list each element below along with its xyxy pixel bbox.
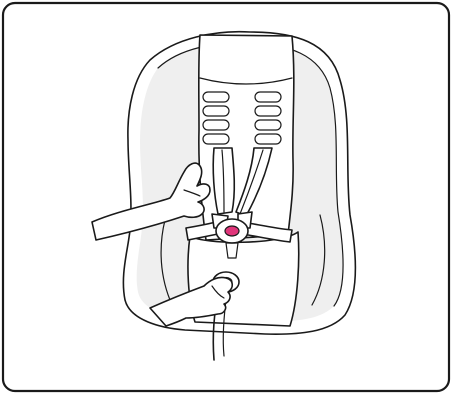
harness-slots-left bbox=[202, 91, 230, 145]
upper-hand bbox=[91, 162, 211, 241]
right-lap-belt bbox=[241, 221, 293, 243]
lower-hand-thumb-line bbox=[211, 285, 225, 299]
headrest-divider bbox=[199, 77, 293, 85]
left-strap-fold bbox=[221, 149, 225, 213]
harness-slots-right bbox=[254, 91, 282, 145]
seat-left-wing bbox=[160, 219, 171, 301]
seat-right-wing bbox=[311, 214, 326, 306]
lower-hand bbox=[149, 276, 234, 327]
upper-hand-finger-line bbox=[183, 189, 201, 197]
right-strap-fold bbox=[239, 149, 264, 215]
buckle-release-button bbox=[224, 225, 240, 237]
crotch-strap bbox=[225, 242, 239, 259]
seat-shell-outline bbox=[122, 30, 357, 335]
